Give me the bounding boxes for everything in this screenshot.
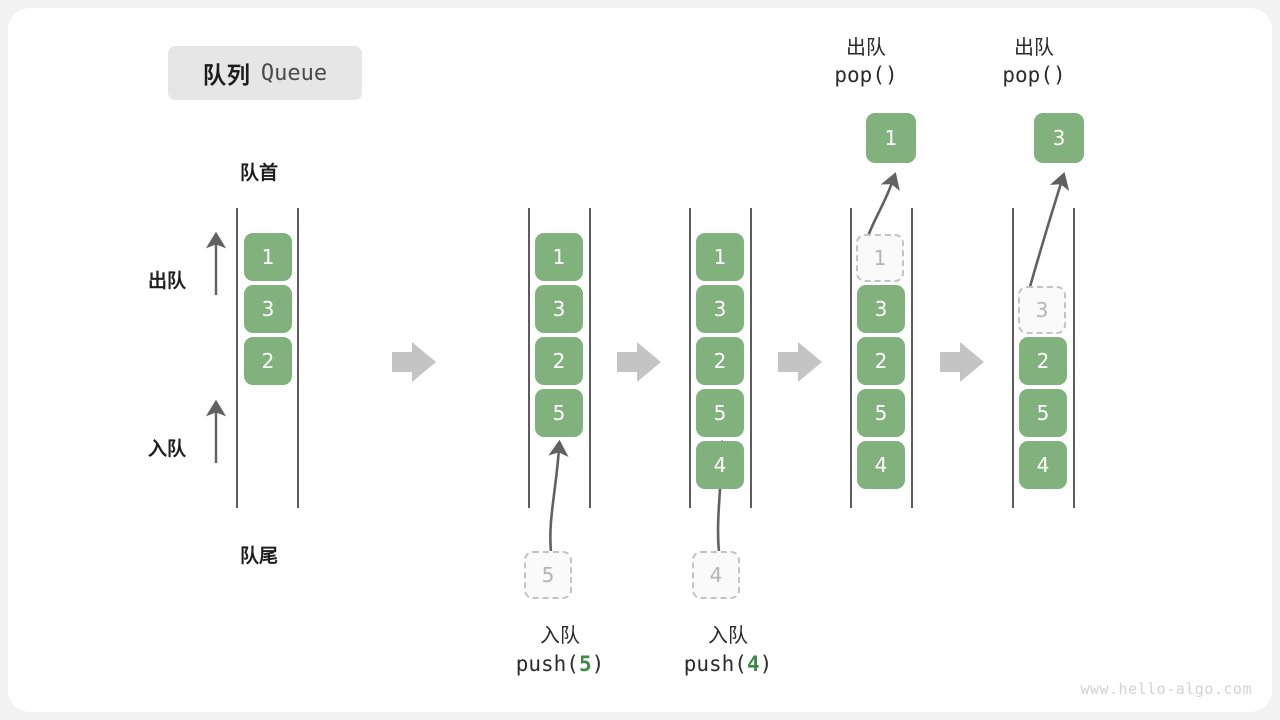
- push-4-caption-code: push(4): [638, 652, 818, 676]
- push-5-caption: 入队 push(5): [470, 619, 650, 676]
- push-4-code-suffix: ): [759, 652, 773, 676]
- pop-1-caption: 出队 pop(): [806, 31, 926, 87]
- queue-item: 2: [244, 337, 292, 385]
- queue-item: 3: [857, 285, 905, 333]
- queue-item: 3: [535, 285, 583, 333]
- popped-item: 3: [1034, 113, 1084, 163]
- title-badge: 队列 Queue: [168, 46, 362, 100]
- vacated-ghost-item: 3: [1018, 286, 1066, 334]
- enqueue-label: 入队: [148, 439, 187, 460]
- front-label: 队首: [240, 163, 279, 184]
- pop-1-caption-code: pop(): [834, 63, 898, 87]
- dequeue-label: 出队: [148, 271, 187, 292]
- push-4-code-arg: 4: [746, 652, 760, 676]
- push-5-caption-cn: 入队: [540, 623, 580, 647]
- watermark: www.hello-algo.com: [1080, 680, 1252, 698]
- incoming-ghost-item: 5: [524, 551, 572, 599]
- queue-item: 5: [535, 389, 583, 437]
- queue-item: 2: [535, 337, 583, 385]
- title-en: Queue: [260, 60, 328, 86]
- queue-item: 4: [1019, 441, 1067, 489]
- rear-label: 队尾: [240, 546, 279, 567]
- queue-item: 1: [696, 233, 744, 281]
- queue-item: 1: [535, 233, 583, 281]
- push-4-code-prefix: push(: [683, 652, 747, 676]
- queue-item: 3: [244, 285, 292, 333]
- pop-3-caption: 出队 pop(): [974, 31, 1094, 87]
- queue-item: 4: [857, 441, 905, 489]
- push-5-caption-code: push(5): [470, 652, 650, 676]
- queue-item: 3: [696, 285, 744, 333]
- queue-item: 4: [696, 441, 744, 489]
- queue-item: 5: [1019, 389, 1067, 437]
- queue-item: 2: [857, 337, 905, 385]
- diagram-card: [8, 8, 1272, 712]
- push-5-code-arg: 5: [578, 652, 592, 676]
- queue-item: 2: [1019, 337, 1067, 385]
- push-4-caption: 入队 push(4): [638, 619, 818, 676]
- title-cn: 队列: [202, 62, 251, 88]
- push-5-code-prefix: push(: [515, 652, 579, 676]
- queue-item: 5: [696, 389, 744, 437]
- push-5-code-suffix: ): [591, 652, 605, 676]
- vacated-ghost-item: 1: [856, 234, 904, 282]
- incoming-ghost-item: 4: [692, 551, 740, 599]
- queue-item: 1: [244, 233, 292, 281]
- pop-1-caption-cn: 出队: [846, 35, 886, 59]
- push-4-caption-cn: 入队: [708, 623, 748, 647]
- pop-3-caption-cn: 出队: [1014, 35, 1054, 59]
- queue-item: 5: [857, 389, 905, 437]
- queue-item: 2: [696, 337, 744, 385]
- popped-item: 1: [866, 113, 916, 163]
- pop-3-caption-code: pop(): [1002, 63, 1066, 87]
